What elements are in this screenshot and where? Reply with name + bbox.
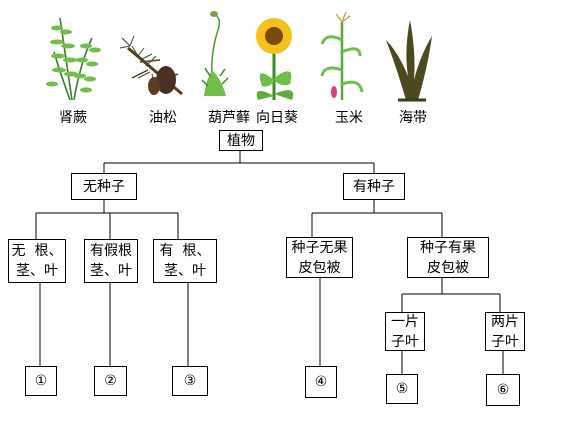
answer-box-2: ②	[94, 366, 127, 396]
moss-icon	[201, 11, 229, 97]
pseudo-root-line2: 茎、叶	[90, 263, 132, 279]
plant-name-pine: 油松	[149, 110, 177, 126]
no-root-line1: 无 根、	[11, 243, 63, 259]
has-seed-box: 有种子	[343, 173, 405, 200]
plant-name-corn: 玉米	[335, 110, 363, 126]
answer-box-5: ⑤	[386, 374, 418, 404]
covered-seed-box: 种子有果 皮包被	[407, 237, 489, 278]
monocot-line1: 一片	[391, 313, 419, 330]
no-root-stem-leaf-box: 无 根、 茎、叶	[8, 239, 66, 283]
corn-icon	[320, 11, 364, 100]
plant-name-sunflower: 向日葵	[256, 110, 298, 126]
pseudo-root-line1: 有假根	[90, 243, 132, 259]
plant-name-kelp: 海带	[399, 110, 427, 126]
answer-box-6: ⑥	[486, 374, 520, 406]
sunflower-icon	[256, 18, 294, 100]
naked-seed-box: 种子无果 皮包被	[286, 237, 353, 278]
no-root-line2: 茎、叶	[16, 263, 58, 279]
covered-seed-line1: 种子有果	[420, 239, 476, 256]
naked-seed-line2: 皮包被	[298, 259, 341, 276]
kelp-icon	[386, 20, 432, 102]
plant-name-moss: 葫芦藓	[208, 110, 250, 126]
answer-box-3: ③	[172, 366, 208, 396]
covered-seed-line2: 皮包被	[427, 259, 469, 276]
monocot-line2: 子叶	[391, 333, 419, 350]
answer-box-1: ①	[25, 366, 57, 396]
dicot-box: 两片 子叶	[485, 312, 525, 351]
pseudo-root-box: 有假根 茎、叶	[84, 239, 138, 283]
naked-seed-line1: 种子无果	[291, 239, 348, 256]
dicot-line1: 两片	[491, 313, 519, 330]
dicot-line2: 子叶	[491, 333, 519, 350]
answer-box-4: ④	[305, 366, 337, 398]
has-root-stem-leaf-box: 有 根、 茎、叶	[153, 239, 217, 283]
pine-icon	[119, 35, 183, 96]
has-root-line1: 有 根、	[159, 243, 211, 259]
fern-icon	[46, 17, 101, 101]
plant-name-fern: 肾蕨	[59, 110, 87, 126]
no-seed-box: 无种子	[71, 173, 137, 200]
monocot-box: 一片 子叶	[385, 312, 425, 351]
has-root-line2: 茎、叶	[164, 263, 206, 279]
root-box: 植物	[219, 130, 263, 151]
